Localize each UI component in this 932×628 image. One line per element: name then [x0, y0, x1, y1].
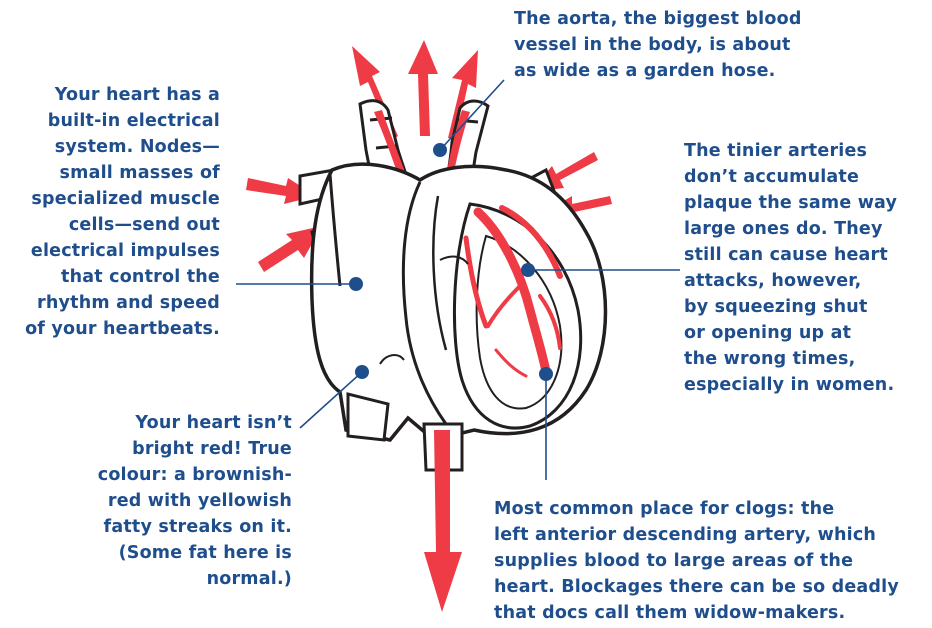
arteries-note-line: especially in women. [684, 372, 897, 398]
clogs-note-line: left anterior descending artery, which [494, 522, 899, 548]
arteries-note-line: don’t accumulate [684, 164, 897, 190]
electrical-note-line: small masses of [25, 160, 220, 186]
arteries-note-line: or opening up at [684, 320, 897, 346]
aorta-note-line: vessel in the body, is about [514, 32, 802, 58]
aorta-note: The aorta, the biggest blood vessel in t… [514, 6, 802, 84]
colour-note-line: Your heart isn’t [98, 410, 292, 436]
arteries-note-line: plaque the same way [684, 190, 897, 216]
arteries-note-line: still can cause heart [684, 242, 897, 268]
electrical-note-line: rhythm and speed [25, 290, 220, 316]
colour-note-line: colour: a brownish- [98, 462, 292, 488]
clogs-note-line: Most common place for clogs: the [494, 496, 899, 522]
electrical-note-line: electrical impulses [25, 238, 220, 264]
colour-note-line: (Some fat here is [98, 540, 292, 566]
electrical-note-line: of your heartbeats. [25, 316, 220, 342]
arteries-dot [521, 263, 535, 277]
electrical-note-line: specialized muscle [25, 186, 220, 212]
clogs-note-line: heart. Blockages there can be so deadly [494, 574, 899, 600]
clogs-note-line: supplies blood to large areas of the [494, 548, 899, 574]
electrical-dot [349, 277, 363, 291]
arteries-note-line: attacks, however, [684, 268, 897, 294]
electrical-system-note: Your heart has a built-in electrical sys… [25, 82, 220, 342]
arteries-note-line: by squeezing shut [684, 294, 897, 320]
aorta-dot [433, 143, 447, 157]
aorta-note-line: as wide as a garden hose. [514, 58, 802, 84]
electrical-note-line: system. Nodes— [25, 134, 220, 160]
heart-colour-note: Your heart isn’t bright red! True colour… [98, 410, 292, 592]
clogs-dot [539, 367, 553, 381]
colour-dot [355, 365, 369, 379]
colour-note-line: fatty streaks on it. [98, 514, 292, 540]
colour-note-line: red with yellowish [98, 488, 292, 514]
electrical-note-line: that control the [25, 264, 220, 290]
arteries-note-line: The tinier arteries [684, 138, 897, 164]
arteries-note-line: the wrong times, [684, 346, 897, 372]
colour-note-line: normal.) [98, 566, 292, 592]
clogs-note: Most common place for clogs: the left an… [494, 496, 899, 626]
electrical-note-line: built-in electrical [25, 108, 220, 134]
tiny-arteries-note: The tinier arteries don’t accumulate pla… [684, 138, 897, 398]
electrical-note-line: cells—send out [25, 212, 220, 238]
aorta-note-line: The aorta, the biggest blood [514, 6, 802, 32]
electrical-note-line: Your heart has a [25, 82, 220, 108]
clogs-note-line: that docs call them widow-makers. [494, 600, 899, 626]
colour-note-line: bright red! True [98, 436, 292, 462]
arteries-note-line: large ones do. They [684, 216, 897, 242]
